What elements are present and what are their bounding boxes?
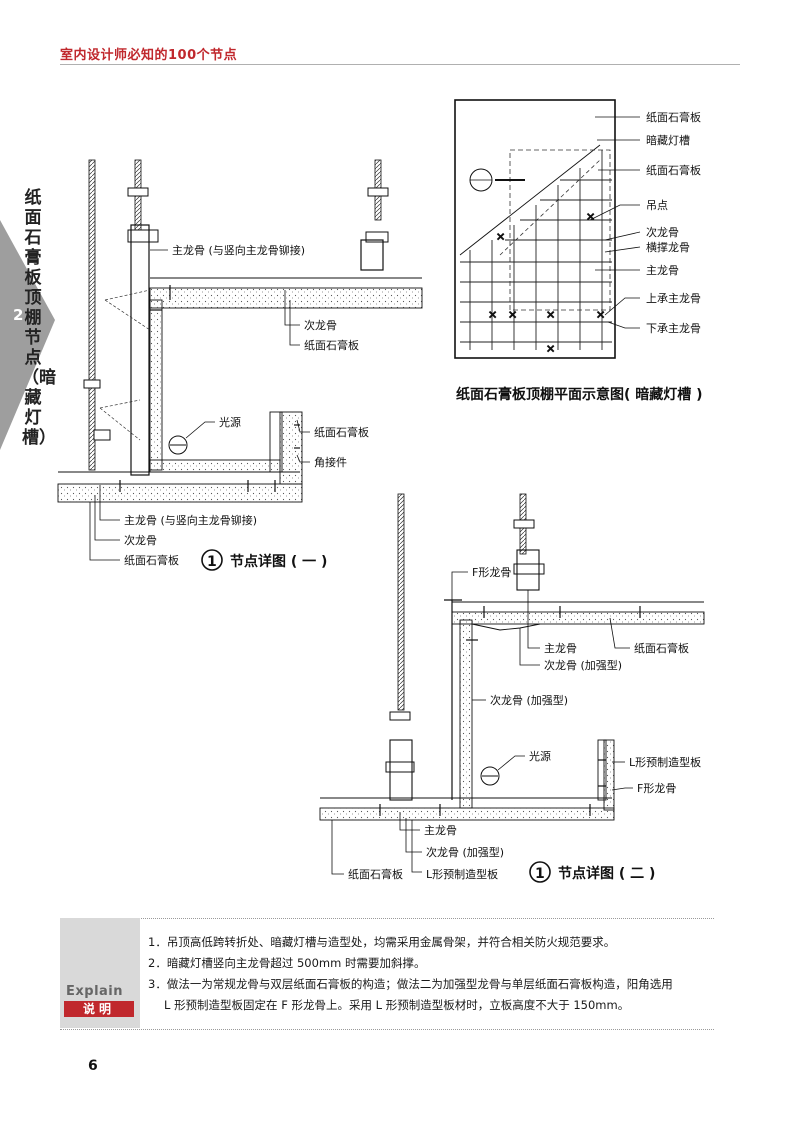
svg-text:×: × — [488, 308, 497, 321]
d1-number-circle — [201, 549, 223, 571]
d1-label-sec-bottom: 次龙骨 — [124, 533, 157, 547]
note-3-cont: L 形预制造型板固定在 F 形龙骨上。采用 L 形预制造型板材时，立板高度不大于… — [164, 998, 630, 1012]
d1-caption: 节点详图 ( 一 ) — [230, 553, 327, 570]
svg-text:×: × — [546, 342, 555, 355]
plan-label-main-keel: 主龙骨 — [646, 264, 679, 277]
plan-label-upper-main-keel: 上承主龙骨 — [646, 292, 701, 305]
explain-label-en: Explain — [66, 984, 124, 999]
side-tab-shape — [0, 190, 70, 480]
d2-label-sec-bottom: 次龙骨 (加强型) — [426, 845, 504, 859]
d2-number: 1 — [535, 866, 545, 882]
header-rule — [60, 64, 740, 65]
section-number: 2 — [13, 306, 24, 324]
note-2: 2．暗藏灯槽竖向主龙骨超过 500mm 时需要加斜撑。 — [148, 956, 426, 970]
d2-label-main: 主龙骨 — [544, 642, 577, 655]
d2-label-f-keel: F形龙骨 — [472, 566, 511, 579]
side-title: 纸面石膏板顶棚节点（暗藏灯槽） — [22, 188, 56, 448]
detail-1-drawing — [57, 159, 423, 561]
d1-label-board-bottom: 纸面石膏板 — [124, 553, 179, 567]
svg-text:×: × — [586, 210, 595, 223]
svg-text:×: × — [508, 308, 517, 321]
d2-number-circle — [529, 861, 551, 883]
page-number: 6 — [88, 1058, 98, 1074]
d1-label-sec: 次龙骨 — [304, 318, 337, 332]
plan-label-lower-main-keel: 下承主龙骨 — [646, 322, 701, 335]
note-3: 3．做法一为常规龙骨与双层纸面石膏板的构造；做法二为加强型龙骨与单层纸面石膏板构… — [148, 977, 673, 991]
d2-label-sec-strong: 次龙骨 (加强型) — [544, 658, 622, 672]
d2-label-board-bottom: 纸面石膏板 — [348, 867, 403, 881]
d1-label-angle: 角接件 — [314, 456, 347, 469]
d2-label-l-board: L形预制造型板 — [629, 755, 701, 769]
plan-label-light-slot: 暗藏灯槽 — [646, 133, 690, 147]
explain-box — [60, 918, 714, 1030]
header-title: 室内设计师必知的100个节点 — [60, 48, 238, 63]
plan-label-secondary-keel: 次龙骨 — [646, 225, 679, 239]
explain-label-zh: 说明 — [64, 1001, 134, 1017]
d2-label-sec-strong-2: 次龙骨 (加强型) — [490, 693, 568, 707]
drawings-canvas: × × × × × × × 纸面石膏板 暗藏灯槽 纸面石膏板 吊点 次龙骨 横撑… — [57, 99, 705, 883]
detail-2-drawing — [319, 493, 705, 875]
d1-label-light: 光源 — [219, 415, 241, 429]
svg-text:×: × — [546, 308, 555, 321]
plan-diagram: × × × × × × × — [454, 99, 641, 359]
d2-label-l-board-bottom: L形预制造型板 — [426, 867, 498, 881]
explain-notes: 1．吊顶高低跨转折处、暗藏灯槽与造型处，均需采用金属骨架，并符合相关防火规范要求… — [148, 932, 718, 1016]
d1-label-main-top: 主龙骨 (与竖向主龙骨铆接) — [172, 243, 305, 257]
plan-label-board-2: 纸面石膏板 — [646, 163, 701, 177]
svg-text:×: × — [496, 230, 505, 243]
d1-label-main-bottom: 主龙骨 (与竖向主龙骨铆接) — [124, 513, 257, 527]
d2-label-light: 光源 — [529, 749, 551, 763]
plan-label-hanging-point: 吊点 — [646, 199, 668, 212]
plan-label-board-1: 纸面石膏板 — [646, 110, 701, 124]
d1-label-board: 纸面石膏板 — [304, 338, 359, 352]
d2-label-board: 纸面石膏板 — [634, 641, 689, 655]
d2-label-f-keel-2: F形龙骨 — [637, 782, 676, 795]
d2-label-main-bottom: 主龙骨 — [424, 824, 457, 837]
d1-number: 1 — [207, 554, 217, 570]
plan-label-cross-keel: 横撑龙骨 — [646, 240, 690, 254]
svg-text:×: × — [596, 308, 605, 321]
d1-label-board2: 纸面石膏板 — [314, 425, 369, 439]
plan-caption: 纸面石膏板顶棚平面示意图( 暗藏灯槽 ) — [456, 386, 703, 403]
note-1: 1．吊顶高低跨转折处、暗藏灯槽与造型处，均需采用金属骨架，并符合相关防火规范要求… — [148, 935, 616, 949]
d2-caption: 节点详图 ( 二 ) — [558, 865, 655, 882]
